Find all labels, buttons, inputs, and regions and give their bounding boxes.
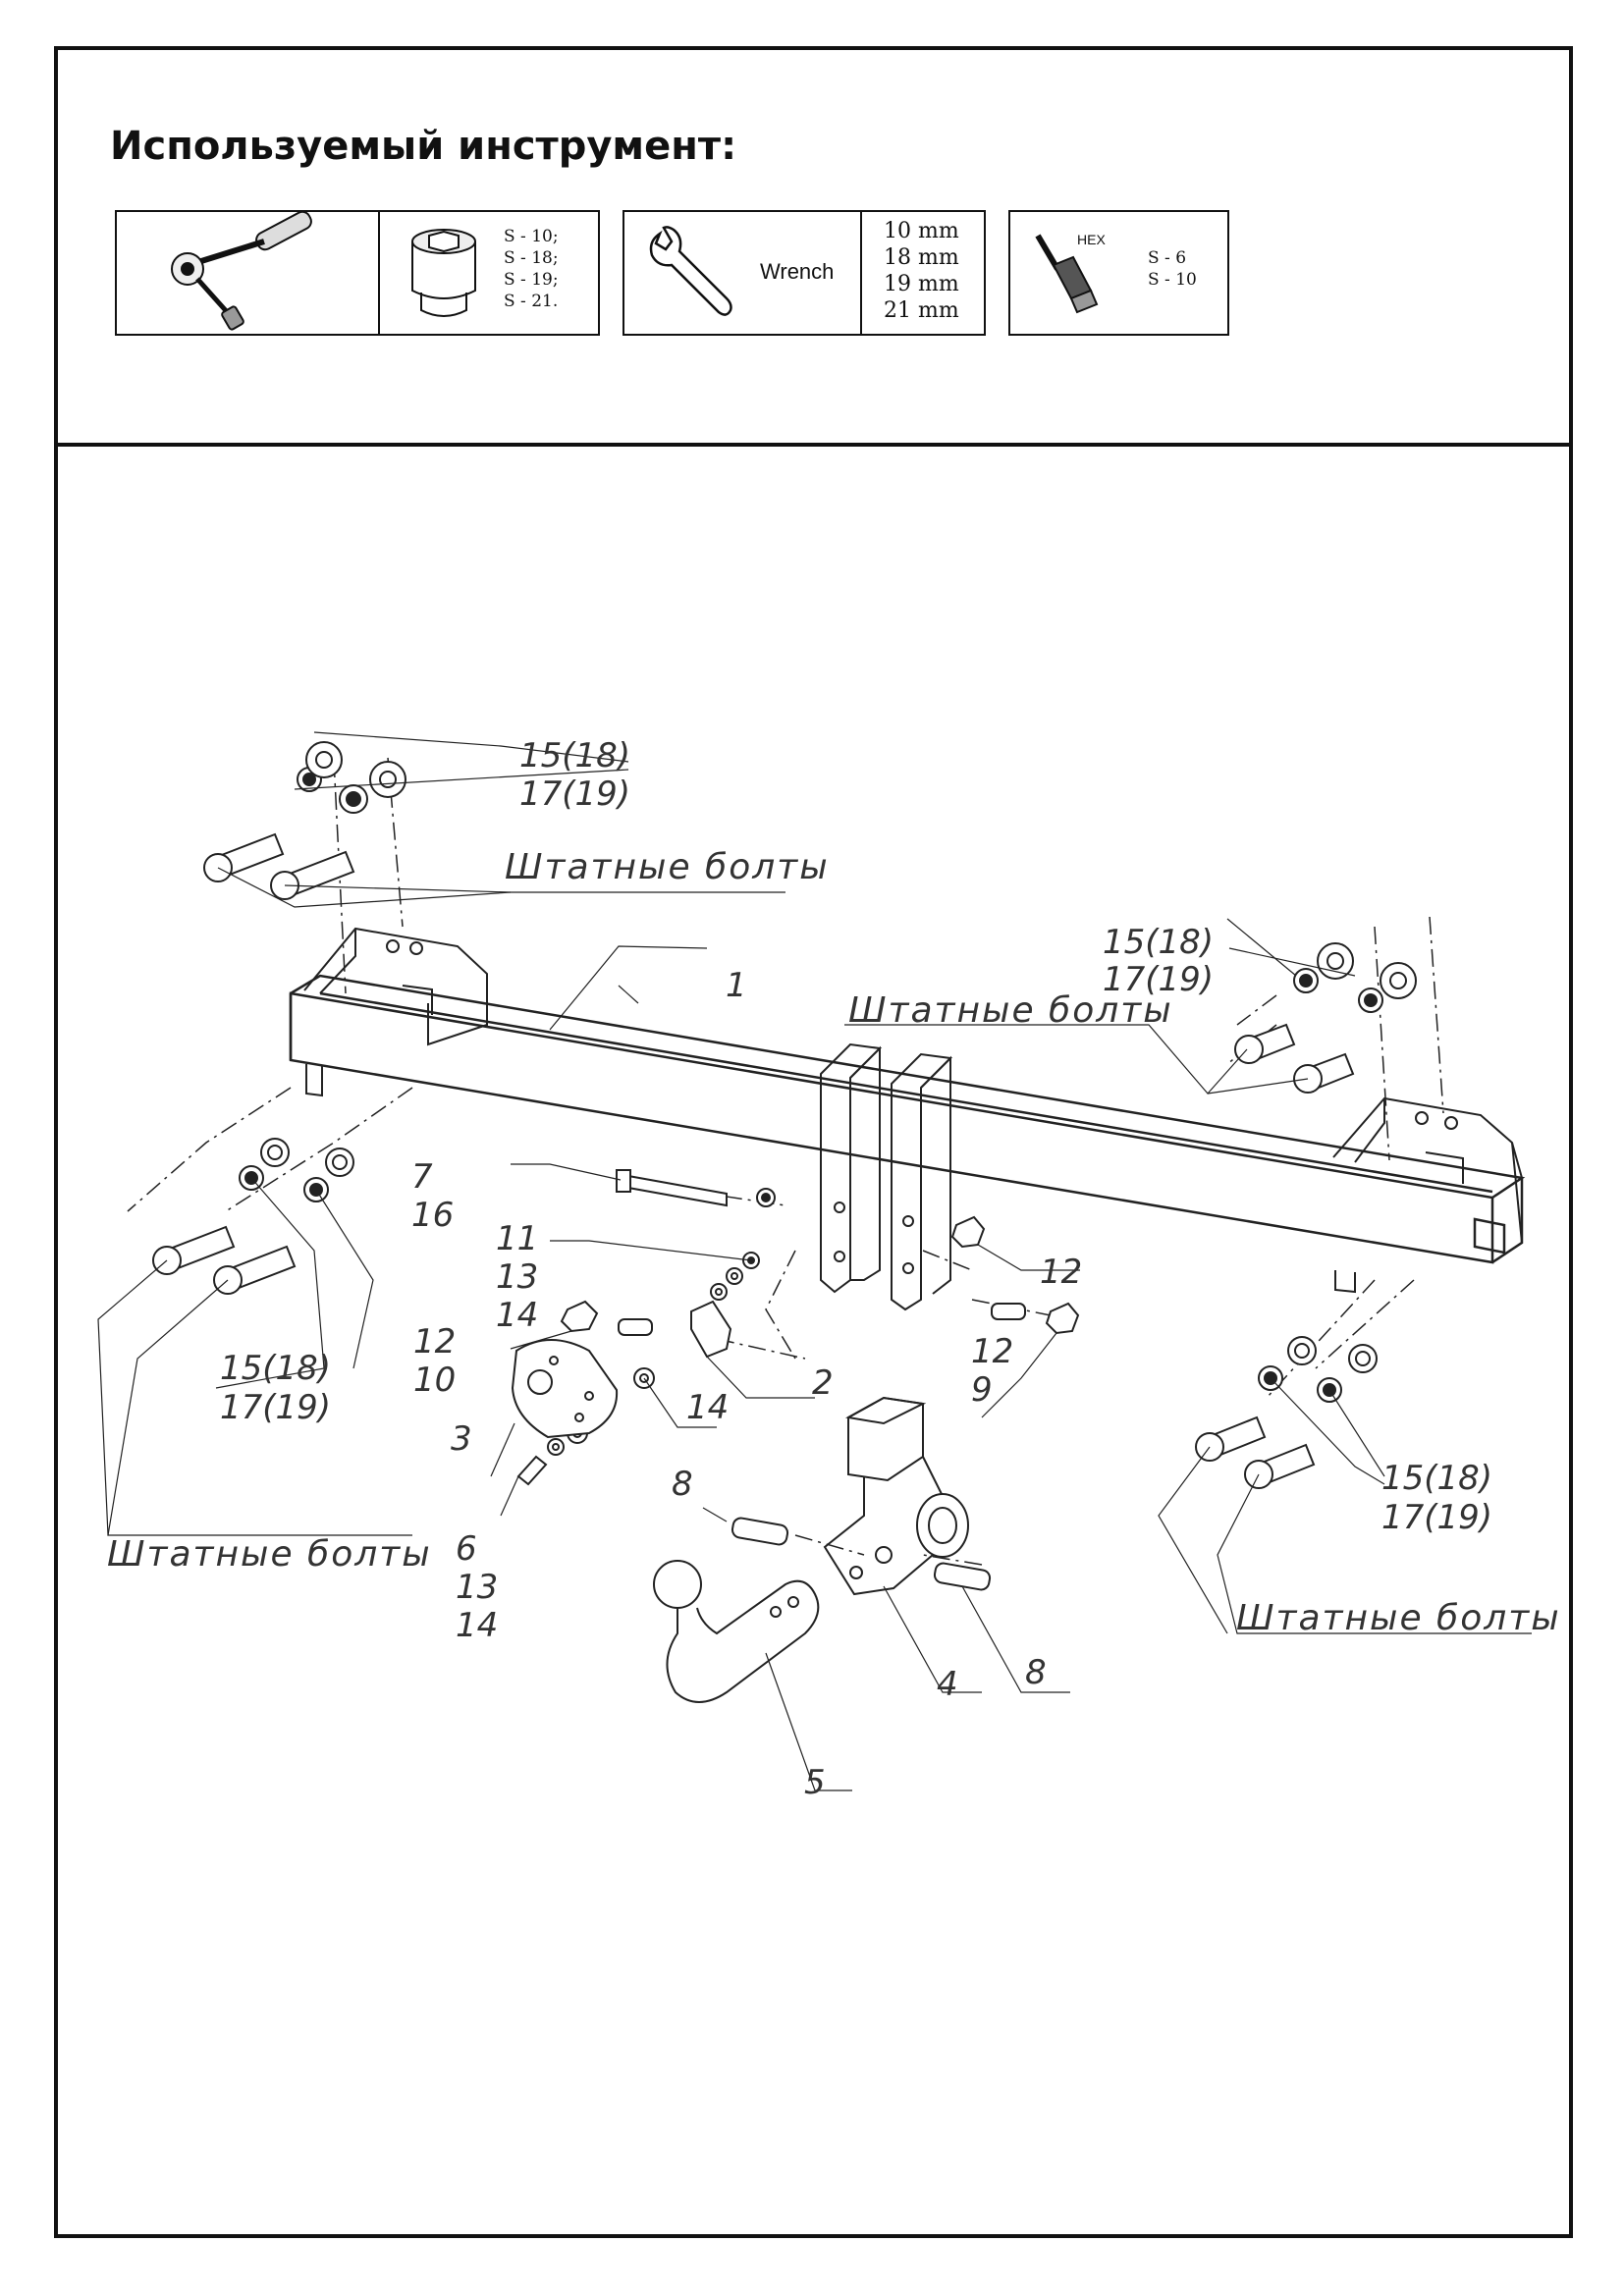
socket-cell: S - 10; S - 18; S - 19; S - 21. <box>380 212 598 334</box>
label-standard-bolts-bottom-left: Штатные болты <box>107 1534 432 1575</box>
leader-lines <box>97 731 1532 1791</box>
hex-size: S - 6 <box>1148 248 1187 268</box>
label-16: 16 <box>411 1196 454 1235</box>
part-4-socket <box>823 1396 969 1596</box>
wrench-size: 21 mm <box>884 298 959 323</box>
hex-box: HEX S - 6 S - 10 <box>1008 210 1229 336</box>
right-bracket <box>1332 1096 1524 1294</box>
left-bracket <box>303 927 488 1097</box>
part-5-towball <box>653 1560 820 1703</box>
socket-icon <box>411 229 476 317</box>
label-7: 7 <box>411 1157 433 1197</box>
label-15-18-bottom-right: 15(18) <box>1381 1459 1492 1498</box>
label-13: 13 <box>496 1257 538 1297</box>
wrench-size: 19 mm <box>884 272 959 296</box>
label-part-2: 2 <box>812 1363 834 1403</box>
hex-bit-icon <box>1035 234 1099 314</box>
label-14-bottom: 14 <box>456 1606 498 1645</box>
socket-size: S - 10; <box>504 227 559 246</box>
assembly-drawing: 15(18) 17(19) Штатные болты 15(18) 17(19… <box>58 447 1569 2238</box>
fasteners <box>152 741 1417 1591</box>
page-frame: Используемый инструмент: <box>54 46 1573 2238</box>
socket-size: S - 19; <box>504 270 559 290</box>
hex-sizes: S - 6 S - 10 <box>1148 247 1197 291</box>
wrench-cell: Wrench <box>624 212 862 334</box>
label-part-8-right: 8 <box>1025 1653 1047 1692</box>
centerlines <box>127 757 1444 1566</box>
label-6: 6 <box>456 1529 477 1569</box>
wrench-size: 18 mm <box>884 245 959 270</box>
label-part-1: 1 <box>726 966 747 1005</box>
label-14-mid: 14 <box>686 1388 729 1427</box>
socket-size: S - 21. <box>504 292 559 311</box>
ratchet-socket-box: S - 10; S - 18; S - 19; S - 21. <box>115 210 600 336</box>
label-10: 10 <box>413 1361 456 1400</box>
label-12-left: 12 <box>413 1322 456 1362</box>
label-15-18-top-left: 15(18) <box>519 736 630 775</box>
label-part-5: 5 <box>804 1763 826 1802</box>
label-9: 9 <box>971 1370 993 1410</box>
label-11: 11 <box>496 1219 538 1258</box>
wrench-box: Wrench 10 mm 18 mm 19 mm 21 mm <box>623 210 986 336</box>
label-standard-bolts-top-right: Штатные болты <box>848 990 1173 1031</box>
label-17-19-top-left: 17(19) <box>519 774 630 814</box>
wrench-sizes: 10 mm 18 mm 19 mm 21 mm <box>884 218 959 324</box>
wrench-sizes-cell: 10 mm 18 mm 19 mm 21 mm <box>862 212 984 334</box>
hex-size: S - 10 <box>1148 270 1197 290</box>
tools-header: Используемый инструмент: <box>58 50 1569 447</box>
ratchet-icon <box>171 210 312 331</box>
label-13-bottom: 13 <box>456 1568 498 1607</box>
wrench-icon <box>649 226 732 316</box>
wrench-label: Wrench <box>760 259 835 284</box>
label-17-19-bottom-left: 17(19) <box>220 1388 331 1427</box>
diagram-labels: 15(18) 17(19) Штатные болты 15(18) 17(19… <box>107 736 1561 1802</box>
label-15-18-bottom-left: 15(18) <box>220 1349 331 1388</box>
label-part-4: 4 <box>937 1665 958 1704</box>
center-plates <box>820 1042 953 1311</box>
label-standard-bolts-bottom-right: Штатные болты <box>1236 1598 1561 1638</box>
label-17-19-bottom-right: 17(19) <box>1381 1498 1492 1537</box>
label-14: 14 <box>496 1296 538 1335</box>
label-standard-bolts-top-left: Штатные болты <box>505 847 830 887</box>
label-part-3: 3 <box>451 1419 472 1459</box>
label-12-right: 12 <box>971 1332 1013 1371</box>
socket-size: S - 18; <box>504 248 559 268</box>
label-part-8-left: 8 <box>672 1465 693 1504</box>
assembly-svg: 15(18) 17(19) Штатные болты 15(18) 17(19… <box>97 731 1561 1802</box>
label-15-18-top-right: 15(18) <box>1103 923 1214 962</box>
label-17-19-top-right: 17(19) <box>1103 960 1214 999</box>
socket-sizes: S - 10; S - 18; S - 19; S - 21. <box>504 226 559 312</box>
tools-title: Используемый инструмент: <box>110 124 737 169</box>
part-3-plate <box>511 1339 619 1439</box>
hex-label: HEX <box>1077 232 1106 247</box>
part-2-plate <box>690 1300 732 1359</box>
label-12-center: 12 <box>1040 1253 1082 1292</box>
wrench-size: 10 mm <box>884 219 959 243</box>
ratchet-cell <box>117 210 380 334</box>
